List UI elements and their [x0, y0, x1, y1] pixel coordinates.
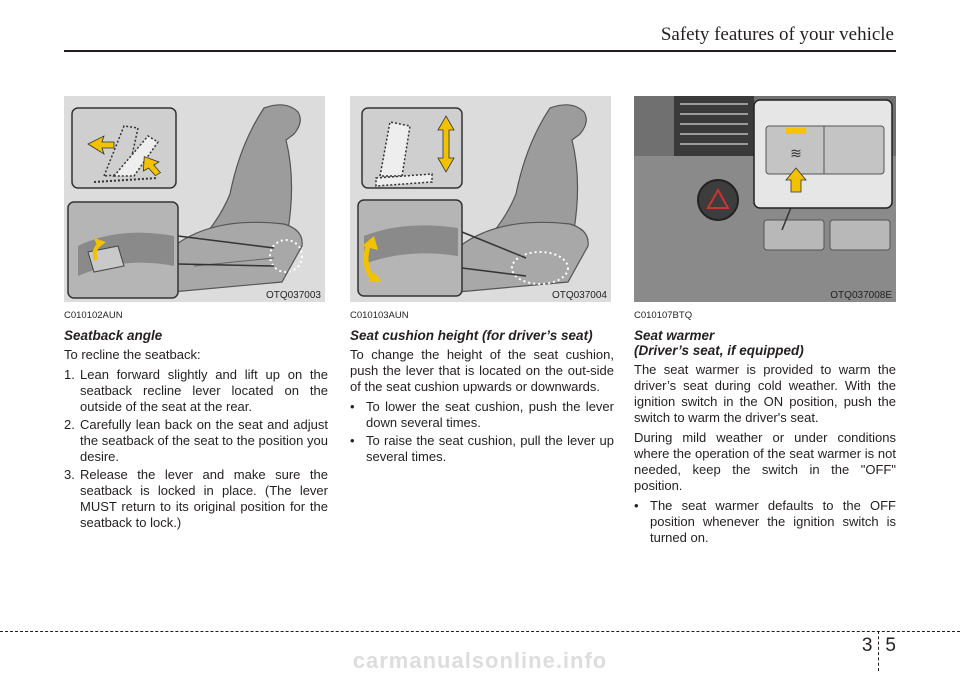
list-item: •To raise the seat cushion, pull the lev…	[350, 433, 614, 464]
figure-code: OTQ037004	[551, 290, 607, 301]
section-ref-code: C010103AUN	[350, 310, 409, 321]
figure-seatback-angle: OTQ037003	[64, 96, 325, 302]
watermark: carmanualsonline.info	[352, 648, 608, 673]
svg-text:≋: ≋	[790, 146, 802, 162]
bullet-list: •To lower the seat cushion, push the lev…	[350, 399, 614, 465]
header-rule	[64, 50, 896, 52]
list-item: 2.Carefully lean back on the seat and ad…	[64, 417, 328, 464]
section-heading-line: Seat warmer	[634, 328, 715, 343]
chapter-number: 3	[861, 635, 873, 656]
section-heading: Seat cushion height (for driver’s seat)	[350, 328, 593, 343]
section-ref-code: C010102AUN	[64, 310, 123, 321]
list-item: 3.Release the lever and make sure the se…	[64, 467, 328, 530]
seat-warmer-switch-illustration: ≋	[634, 96, 896, 302]
page-number-value: 5	[885, 635, 896, 656]
section-heading: Seat warmer (Driver’s seat, if equipped)	[634, 328, 896, 358]
step-list: 1.Lean forward slightly and lift up on t…	[64, 367, 328, 531]
seat-illustration-seatback	[64, 96, 325, 302]
section-heading: Seatback angle	[64, 328, 163, 343]
list-item: •The seat warmer defaults to the OFF pos…	[634, 498, 896, 545]
figure-seat-cushion-height: OTQ037004	[350, 96, 611, 302]
bullet-list: •The seat warmer defaults to the OFF pos…	[634, 498, 896, 546]
section-intro: To change the height of the seat cushion…	[350, 347, 614, 394]
figure-code: OTQ037008E	[830, 290, 892, 301]
page-number-divider	[878, 631, 880, 671]
paragraph: The seat warmer is provided to warm the …	[634, 362, 896, 425]
section-heading-line: (Driver’s seat, if equipped)	[634, 343, 804, 358]
seat-illustration-cushion	[350, 96, 611, 302]
column-seatback-angle: C010102AUN Seatback angle To recline the…	[64, 308, 328, 533]
list-item: 1.Lean forward slightly and lift up on t…	[64, 367, 328, 414]
section-ref-code: C010107BTQ	[634, 310, 693, 321]
figure-seat-warmer: ≋ OTQ037008E	[634, 96, 896, 302]
header-title: Safety features of your vehicle	[660, 24, 894, 45]
figure-code: OTQ037003	[265, 290, 321, 301]
section-intro: To recline the seatback:	[64, 347, 201, 362]
column-seat-warmer: C010107BTQ Seat warmer (Driver’s seat, i…	[634, 308, 896, 548]
paragraph: During mild weather or under conditions …	[634, 430, 896, 493]
column-seat-cushion-height: C010103AUN Seat cushion height (for driv…	[350, 308, 614, 467]
list-item: •To lower the seat cushion, push the lev…	[350, 399, 614, 430]
footer-rule	[0, 631, 960, 632]
